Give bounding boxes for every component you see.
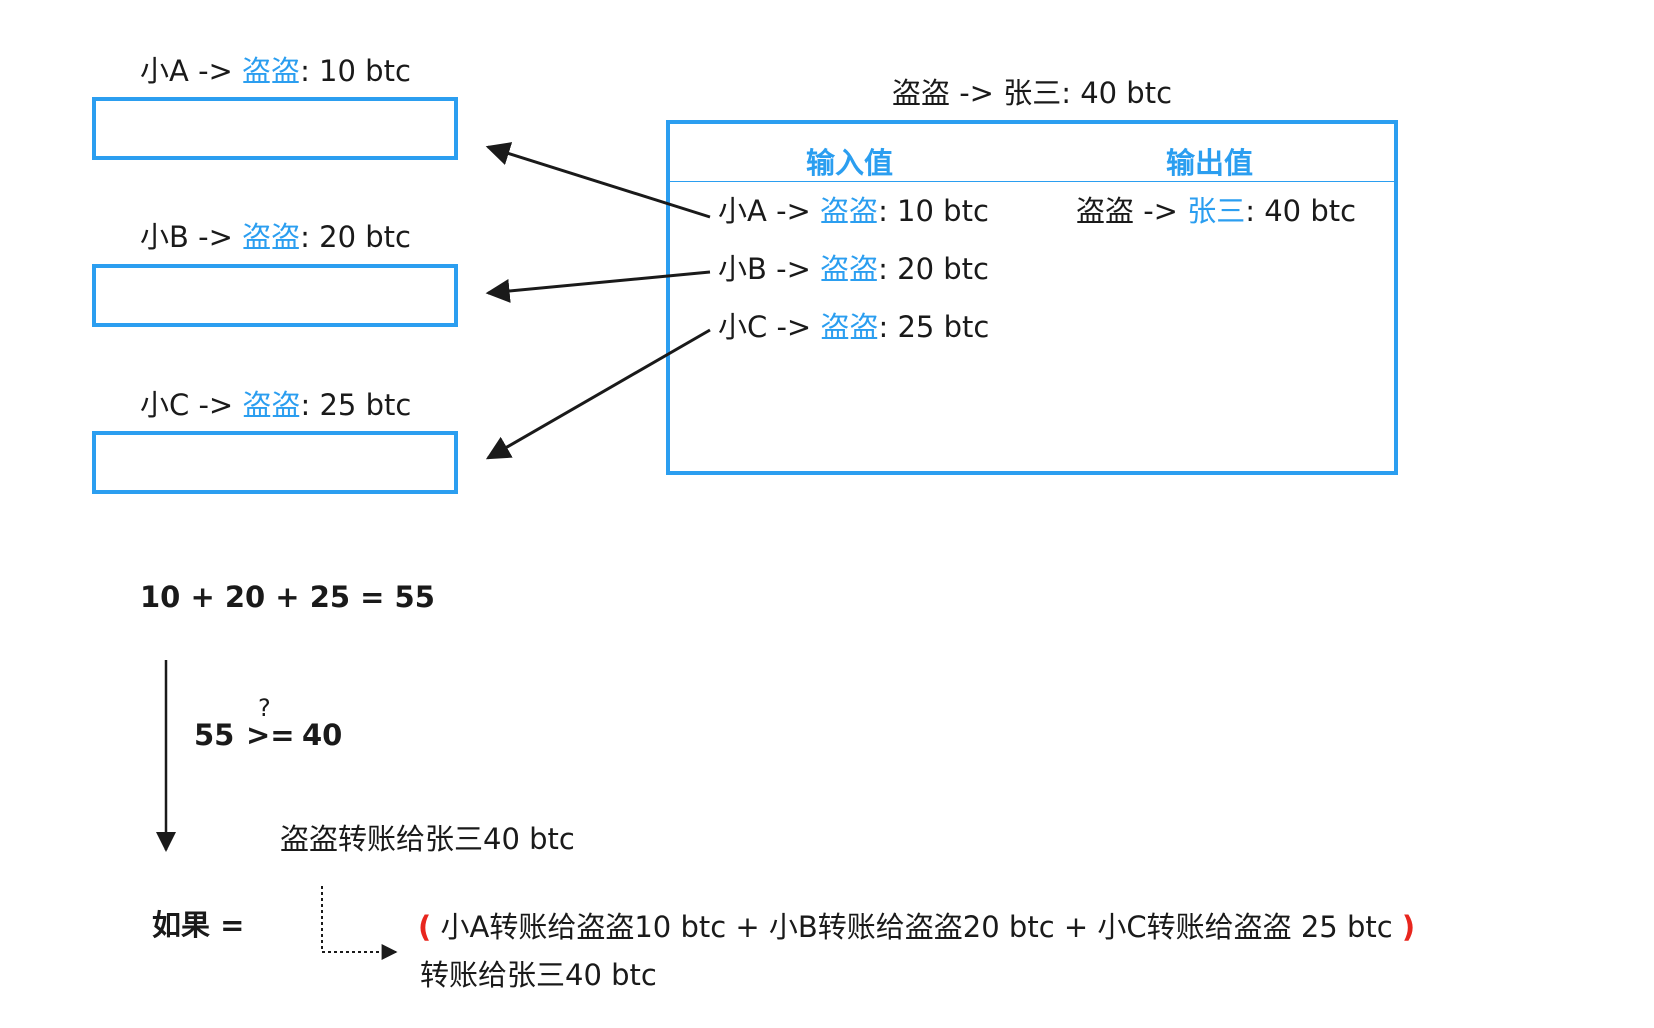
amount: : 10 btc — [300, 54, 411, 88]
transaction-box: 输入值 输出值 小A -> 盗盗: 10 btc 小B -> 盗盗: 20 bt… — [666, 120, 1398, 475]
question-mark: ? — [258, 694, 271, 722]
condition-line: ( 小A转账给盗盗10 btc + 小B转账给盗盗20 btc + 小C转账给盗… — [418, 910, 1415, 944]
amount: : 40 btc — [1245, 194, 1357, 228]
receiver: 盗盗 — [820, 252, 879, 286]
amount: : 20 btc — [300, 220, 411, 254]
compare-left: 55 — [194, 718, 235, 752]
utxo-label-c: 小C -> 盗盗: 25 btc — [140, 388, 411, 422]
utxo-label-a: 小A -> 盗盗: 10 btc — [140, 54, 411, 88]
amount: : 10 btc — [878, 194, 989, 228]
header-divider — [670, 181, 1394, 182]
arrow-text: -> — [776, 194, 811, 228]
tx-input-c: 小C -> 盗盗: 25 btc — [718, 310, 989, 344]
utxo-label-b: 小B -> 盗盗: 20 btc — [140, 220, 411, 254]
close-paren: ) — [1401, 910, 1416, 944]
sender-a: 小A — [140, 54, 189, 88]
sender-b: 小B — [718, 252, 767, 286]
tx-input-a: 小A -> 盗盗: 10 btc — [718, 194, 989, 228]
arrow-text: -> — [198, 54, 233, 88]
if-label: 如果 = — [152, 908, 245, 942]
receiver: 盗盗 — [820, 194, 879, 228]
amount: : 25 btc — [878, 310, 990, 344]
dotted-connector — [321, 886, 398, 960]
sender-a: 小A — [718, 194, 767, 228]
open-paren: ( — [418, 910, 432, 944]
output-sender: 盗盗 -> — [1076, 194, 1178, 228]
amount: : 20 btc — [878, 252, 989, 286]
receiver: 盗盗 — [242, 220, 301, 254]
transaction-title: 盗盗 -> 张三: 40 btc — [892, 76, 1173, 110]
result-text: 盗盗转账给张三40 btc — [280, 822, 575, 856]
arrow-text: -> — [198, 220, 233, 254]
arrow-text: -> — [776, 310, 812, 344]
receiver: 盗盗 — [242, 388, 301, 422]
sender-c: 小C — [140, 388, 190, 422]
compare-op: >= — [246, 718, 295, 752]
output-header: 输出值 — [1166, 146, 1254, 180]
compare-right: 40 — [302, 718, 343, 752]
receiver: 盗盗 — [242, 54, 301, 88]
utxo-box-a — [92, 97, 458, 160]
output-receiver: 张三 — [1187, 194, 1246, 228]
utxo-box-b — [92, 264, 458, 327]
sender-b: 小B — [140, 220, 189, 254]
input-header: 输入值 — [806, 146, 894, 180]
condition-text: 小A转账给盗盗10 btc + 小B转账给盗盗20 btc + 小C转账给盗盗 … — [440, 910, 1393, 944]
condition-tail: 转账给张三40 btc — [420, 958, 657, 992]
amount: : 25 btc — [300, 388, 412, 422]
receiver: 盗盗 — [820, 310, 879, 344]
tx-input-b: 小B -> 盗盗: 20 btc — [718, 252, 989, 286]
sum-equation: 10 + 20 + 25 = 55 — [140, 580, 435, 614]
arrow-text: -> — [198, 388, 234, 422]
arrow-text: -> — [776, 252, 811, 286]
utxo-box-c — [92, 431, 458, 494]
tx-output: 盗盗 -> 张三: 40 btc — [1076, 194, 1356, 228]
sender-c: 小C — [718, 310, 768, 344]
